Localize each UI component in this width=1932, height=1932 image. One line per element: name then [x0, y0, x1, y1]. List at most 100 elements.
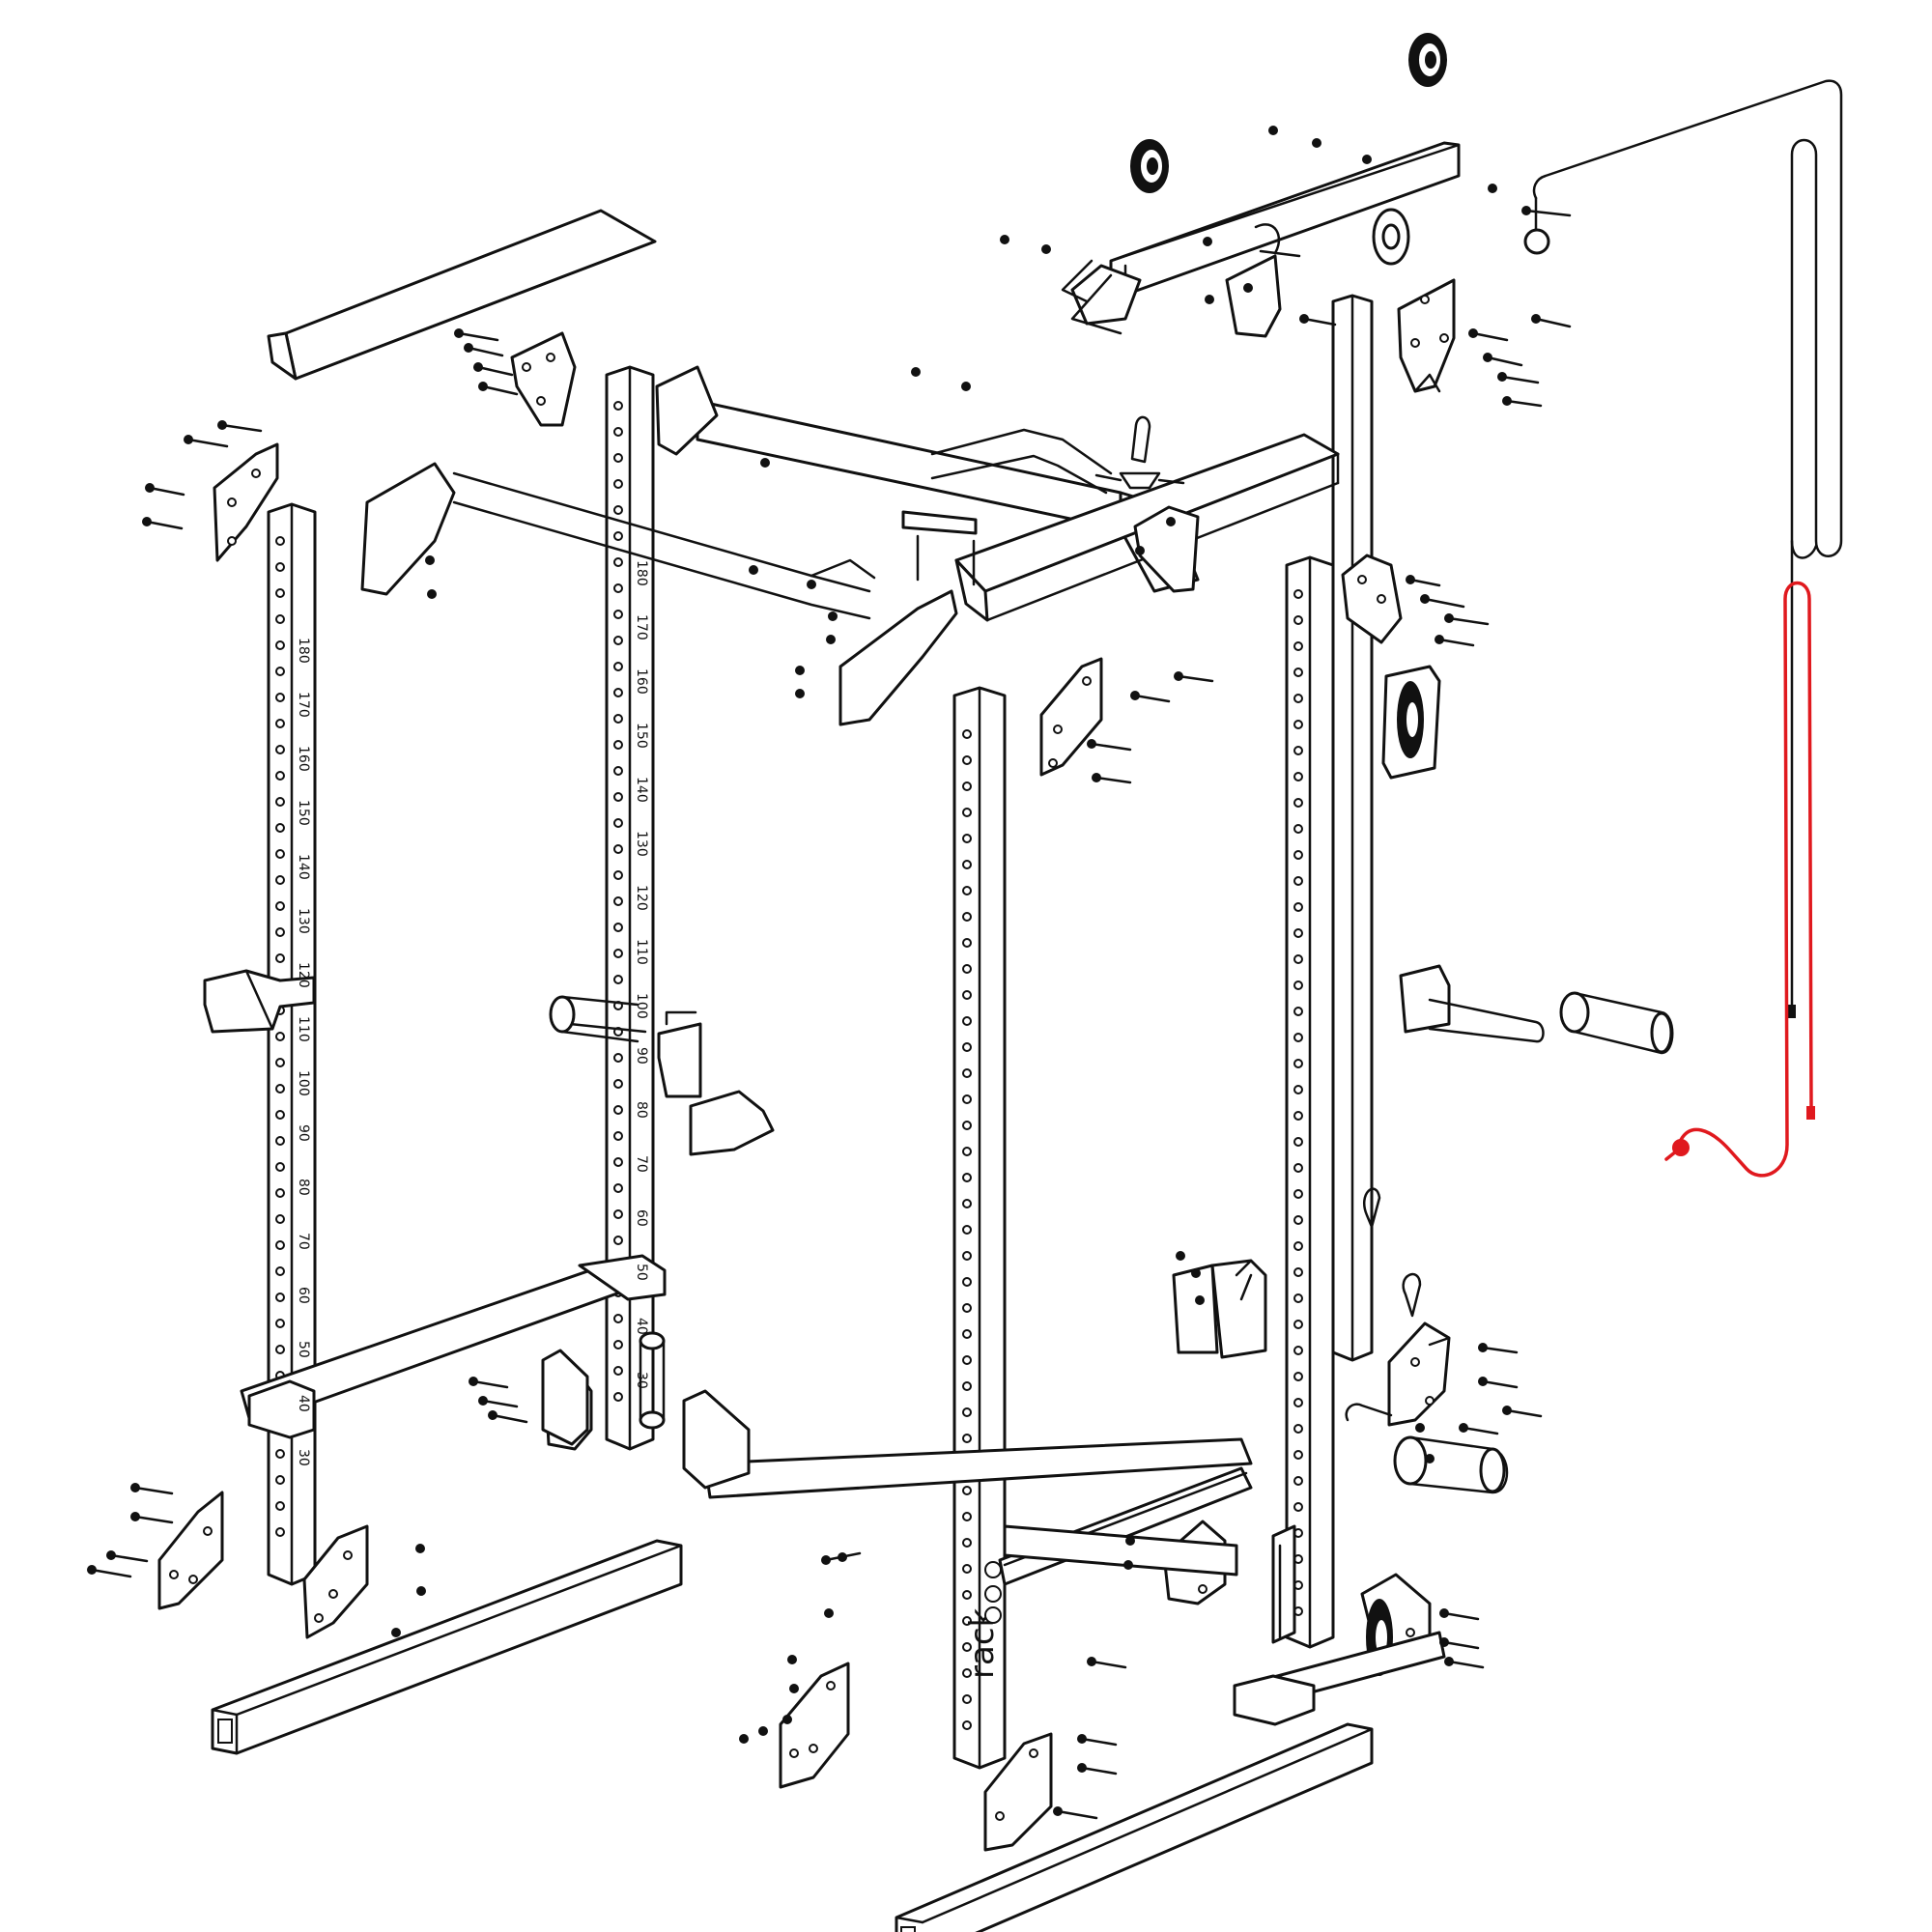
center-front-upright: rack [952, 686, 1007, 1770]
upright-hole [275, 745, 285, 754]
upright-hole [1293, 1241, 1303, 1251]
bolt [1459, 1423, 1499, 1435]
upright-hole [1293, 1007, 1303, 1016]
upright-hole [962, 1642, 972, 1652]
hardware-bolts [87, 206, 1572, 1820]
gusset-plate-lower-left-b [302, 1524, 369, 1639]
upright-mark: 180 [634, 560, 649, 586]
nut [739, 1734, 749, 1744]
upright-hole [962, 1225, 972, 1235]
upright-hole [275, 1449, 285, 1459]
bolt [473, 362, 514, 377]
loose-pulley-wheel-lower [1130, 139, 1169, 193]
bolt [1439, 1608, 1480, 1621]
upright-hole [962, 1121, 972, 1130]
upright-hole [1293, 694, 1303, 703]
upright-hole [275, 1214, 285, 1224]
upright-hole [1293, 668, 1303, 677]
plate-holder-mid [1399, 964, 1674, 1055]
upright-hole [613, 610, 623, 619]
upright-mark: 40 [634, 1318, 649, 1335]
bolt [1420, 594, 1465, 609]
upright-hole [1293, 720, 1303, 729]
nut [391, 1628, 401, 1637]
base-right [1233, 1631, 1446, 1726]
upright-hole [613, 1183, 623, 1193]
upright-hole [1293, 1293, 1303, 1303]
upright-hole [613, 583, 623, 593]
upright-hole [613, 453, 623, 463]
upright-mark: 130 [634, 831, 649, 857]
nut [961, 382, 971, 391]
bolt [1077, 1734, 1118, 1747]
upright-hole [613, 1105, 623, 1115]
upright-hole [613, 975, 623, 984]
j-hook-center [557, 1003, 775, 1156]
upright-hole [1293, 1111, 1303, 1121]
nut [782, 1715, 792, 1724]
bolt [87, 1565, 132, 1578]
nut [1415, 1423, 1425, 1433]
nut [1425, 1454, 1435, 1463]
upright-hole [275, 562, 285, 572]
upright-hole [613, 1209, 623, 1219]
gusset-plate-mid-right [1341, 554, 1403, 644]
bolt [130, 1512, 174, 1524]
upright-mark: 60 [634, 1209, 649, 1227]
nut [1195, 1295, 1205, 1305]
upright-hole [613, 896, 623, 906]
bolt [1174, 671, 1214, 683]
upright-hole [275, 1110, 285, 1120]
upright-hole [613, 1053, 623, 1063]
upright-hole [962, 1199, 972, 1208]
upright-mark: 140 [296, 854, 311, 880]
upright-hole [613, 792, 623, 802]
pull-up-bracket-left [360, 462, 456, 596]
carabiner-top [1094, 415, 1185, 490]
gusset-plate-left-mid [541, 1349, 589, 1446]
upright-mark: 150 [634, 723, 649, 749]
upright-hole [275, 1240, 285, 1250]
upright-mark: 180 [296, 638, 311, 664]
left-rear-upright [605, 365, 655, 1451]
upright-hole [1293, 1267, 1303, 1277]
cable-black [1523, 79, 1843, 1018]
upright-hole [962, 1407, 972, 1417]
upright-mark: 80 [296, 1179, 311, 1196]
upright-hole [1293, 1215, 1303, 1225]
vertical-slide-bar [1271, 1524, 1296, 1644]
j-hook-left [203, 969, 316, 1034]
nut [1135, 546, 1145, 555]
upright-hole [275, 1345, 285, 1354]
upright-hole [275, 823, 285, 833]
upright-mark: 110 [296, 1016, 311, 1042]
upright-hole [613, 557, 623, 567]
upright-hole [1293, 1137, 1303, 1147]
upright-hole [275, 667, 285, 676]
upright-hole [1293, 1450, 1303, 1460]
bolt [1299, 314, 1337, 327]
upright-hole [275, 1084, 285, 1094]
nut [415, 1544, 425, 1553]
gusset-plate-lower-center [779, 1662, 850, 1789]
upright-hole [962, 1303, 972, 1313]
upright-hole [613, 1236, 623, 1245]
upright-hole [275, 771, 285, 781]
right-front-upright [1285, 555, 1335, 1649]
bolt [1444, 1657, 1485, 1669]
upright-mark: 100 [634, 993, 649, 1019]
upright-hole [275, 1475, 285, 1485]
upright-hole [613, 714, 623, 724]
upright-hole [962, 729, 972, 739]
upright-hole [962, 1486, 972, 1495]
upright-mark: 50 [296, 1341, 311, 1358]
nut [807, 580, 816, 589]
bolt [1478, 1343, 1519, 1354]
top-pulley-wheel [1372, 208, 1410, 266]
gusset-plate-bottom-center [983, 1732, 1053, 1852]
upright-mark: 40 [296, 1395, 311, 1412]
upright-hole [962, 964, 972, 974]
nut [1268, 126, 1278, 135]
upright-hole [962, 912, 972, 922]
upright-hole [962, 1068, 972, 1078]
